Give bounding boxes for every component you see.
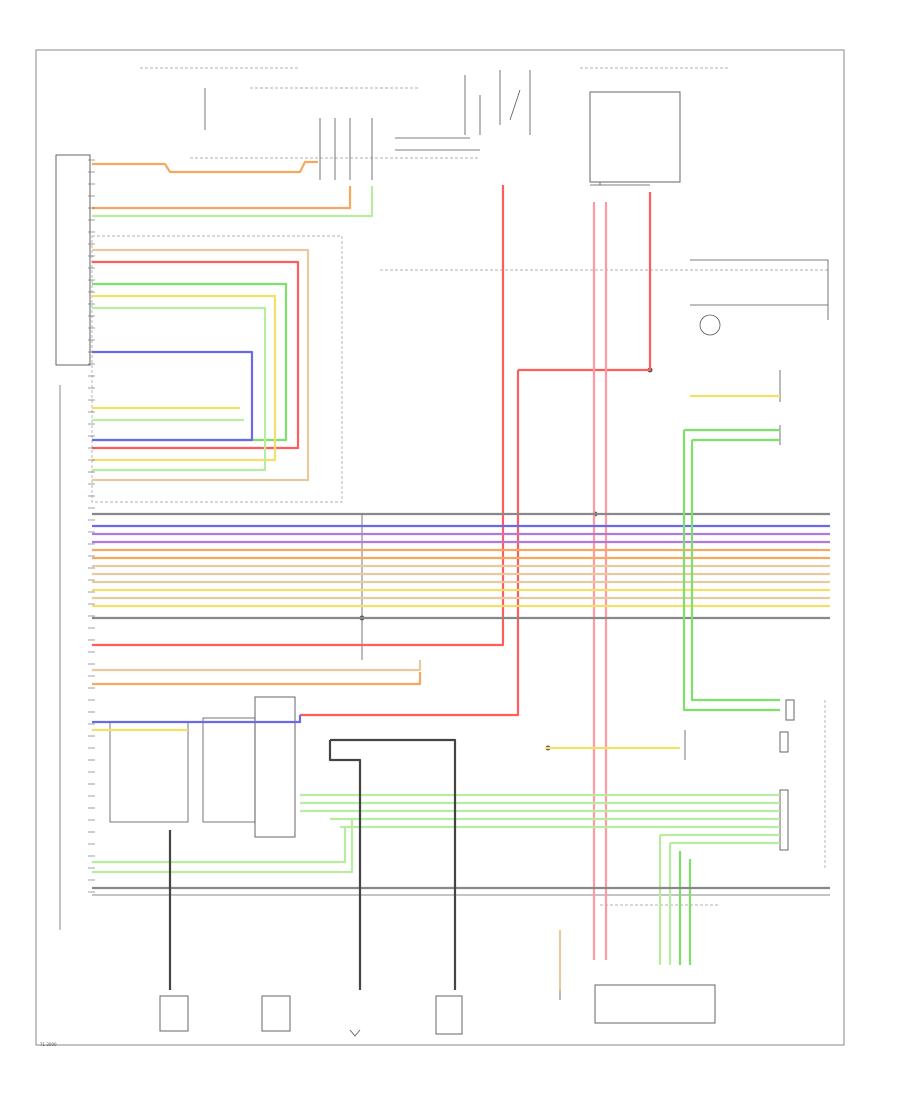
wire-red-12 [300, 370, 520, 717]
wire-light_green-7 [92, 306, 267, 472]
wire-layer [92, 160, 830, 990]
ignition-switch-contacts [464, 70, 531, 135]
control-module-upper-connector [55, 154, 91, 366]
speaker-module-right [202, 717, 256, 823]
wire-yellow-6 [92, 294, 277, 462]
right-connector-c [779, 789, 789, 851]
ground-symbol-bottom [349, 1029, 361, 1037]
wire-orange-0 [92, 160, 318, 174]
ignition-switch-bars [395, 137, 480, 151]
wire-green-34 [690, 440, 780, 702]
bottom-component-3 [435, 995, 463, 1035]
wire-blue-52 [92, 715, 302, 724]
relay-module-box [254, 696, 296, 838]
wire-light_green-2 [92, 186, 374, 218]
left-connector-ticks [88, 159, 95, 893]
wire-black-55 [330, 738, 457, 990]
wire-light_green-43 [92, 827, 347, 864]
bottom-control-module [594, 984, 716, 1024]
page-number: 71 2000 [40, 1042, 57, 1047]
antenna-wiring [690, 259, 829, 320]
wire-orange-30 [92, 672, 422, 686]
right-connector-a [785, 699, 795, 721]
wire-red-11 [92, 185, 505, 647]
wire-green-33 [682, 430, 780, 712]
bottom-component-2 [261, 995, 291, 1032]
bottom-component-1 [159, 995, 189, 1032]
diagram-border [35, 49, 845, 1046]
wire-tan-29 [92, 660, 422, 672]
wire-orange-1 [92, 186, 352, 210]
antenna-symbol [699, 314, 721, 336]
right-connector-b [779, 731, 789, 753]
wire-blue-8 [92, 350, 254, 442]
wire-black-54 [328, 740, 362, 990]
wire-tan-3 [92, 248, 310, 482]
wire-red-13 [518, 192, 652, 372]
wire-light_green-44 [92, 819, 354, 874]
connector-block-outline [91, 235, 343, 503]
fuse-box-right [589, 91, 681, 183]
wire-red-4 [92, 260, 300, 450]
